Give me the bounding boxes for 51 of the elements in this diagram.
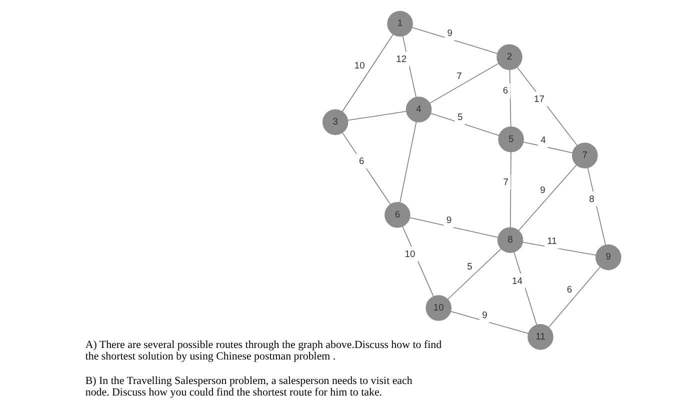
edge-label: 12 <box>396 54 407 64</box>
connector <box>510 152 512 228</box>
connector <box>342 132 391 205</box>
connector <box>430 113 500 136</box>
node-circle: 3 <box>322 109 348 136</box>
edge-label: 5 <box>458 112 463 122</box>
edge-label: 17 <box>534 94 544 104</box>
connector <box>400 121 417 203</box>
connector <box>342 34 394 112</box>
label: A) There are several possible routes through the graph above.Discuss how to find the shortest solution by using Chinese postman problem . <box>85 338 442 363</box>
node-circle: 9 <box>596 244 622 270</box>
node-circle: 1 <box>387 10 413 37</box>
edge-label: 4 <box>540 134 546 145</box>
connector <box>516 66 578 146</box>
node-circle: 7 <box>572 142 598 168</box>
connector <box>514 252 538 326</box>
connector <box>402 36 416 98</box>
edge-label: 6 <box>566 284 572 295</box>
label: B) In the Travelling Salesperson problem, a salesperson needs to visit each node. Discuss how you could find the shortest route for him to take. <box>85 374 412 399</box>
edge-label: 14 <box>512 276 522 286</box>
connector <box>447 248 502 300</box>
node-circle: 5 <box>498 126 524 152</box>
edge-label: 7 <box>503 176 508 187</box>
connector <box>429 63 499 104</box>
edge-label: 9 <box>446 214 452 225</box>
connector <box>548 266 600 328</box>
connector <box>522 242 596 256</box>
edge-label: 7 <box>456 70 462 81</box>
connector <box>409 217 498 238</box>
node-circle: 2 <box>496 44 522 70</box>
edge-label: 10 <box>354 60 365 70</box>
edge-label: 8 <box>589 194 594 204</box>
connector <box>509 70 512 127</box>
node-circle: 4 <box>406 96 432 122</box>
connector <box>412 27 498 54</box>
connector <box>523 142 573 154</box>
edge-label: 6 <box>359 156 364 166</box>
edge-label: 10 <box>404 248 416 259</box>
edge-label: 9 <box>482 310 488 320</box>
edge-label: 9 <box>540 185 546 196</box>
edge-label: 6 <box>502 86 508 96</box>
connector <box>518 164 577 232</box>
connector <box>347 111 407 121</box>
edge-label: 9 <box>447 28 453 38</box>
edge-label: 5 <box>467 261 472 272</box>
edge-label: 11 <box>547 236 557 246</box>
node-circle: 11 <box>528 324 554 350</box>
connector <box>450 311 529 334</box>
node-circle: 10 <box>426 295 452 321</box>
node-circle: 6 <box>384 202 410 228</box>
node-circle: 8 <box>497 227 524 253</box>
